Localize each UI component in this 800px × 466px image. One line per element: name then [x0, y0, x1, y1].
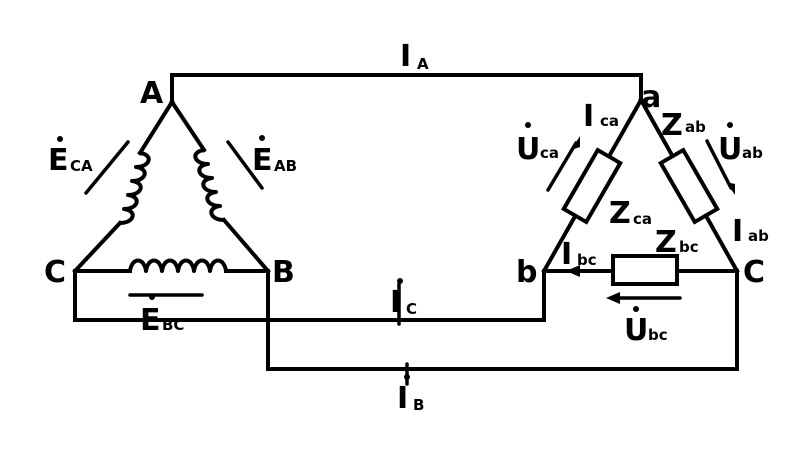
- svg-text:Z: Z: [661, 108, 683, 143]
- svg-text:I: I: [390, 285, 401, 320]
- load-node-c-label: C: [743, 255, 765, 290]
- svg-text:I: I: [732, 214, 743, 249]
- svg-text:A: A: [417, 55, 429, 73]
- svg-text:ab: ab: [685, 118, 706, 136]
- svg-text:B: B: [413, 396, 424, 414]
- line-c-wire: [73, 269, 546, 322]
- svg-text:bc: bc: [577, 251, 597, 269]
- impedance-bc-resistor: [611, 254, 679, 286]
- phase-current-ab-label: I ab: [732, 214, 769, 249]
- line-current-b-label: I B: [397, 374, 424, 416]
- impedance-ca-label: Z ca: [609, 196, 652, 231]
- svg-text:BC: BC: [162, 316, 184, 334]
- impedance-ab-resistor: [658, 147, 720, 225]
- load-branch-ab: [638, 97, 740, 274]
- svg-text:E: E: [48, 143, 69, 178]
- emf-ca-label: E CA: [48, 136, 93, 178]
- svg-text:Z: Z: [655, 225, 677, 260]
- source-winding-ca: [72, 99, 175, 274]
- current-bc-arrowhead: [566, 265, 580, 277]
- phase-current-bc-label: I bc: [561, 237, 597, 272]
- line-current-a-label: I A: [400, 39, 429, 74]
- voltage-ab-arrow: [705, 139, 733, 190]
- impedance-bc-label: Z bc: [655, 225, 699, 260]
- load-node-b-label: b: [516, 255, 537, 290]
- voltage-ab-label: U ab: [718, 122, 763, 167]
- voltage-ca-label: U ca: [516, 122, 559, 167]
- svg-text:bc: bc: [648, 326, 668, 344]
- svg-text:AB: AB: [274, 157, 297, 175]
- emf-ca-arrow: [84, 140, 130, 195]
- load-branch-ca: [541, 97, 644, 274]
- voltage-bc-label: U bc: [624, 306, 668, 348]
- emf-ab-arrow: [226, 140, 264, 190]
- svg-text:ab: ab: [742, 144, 763, 162]
- svg-text:ca: ca: [540, 144, 559, 162]
- impedance-ca-resistor: [561, 147, 623, 225]
- svg-text:CA: CA: [70, 157, 93, 175]
- svg-text:ca: ca: [600, 112, 619, 130]
- emf-ab-label: E AB: [252, 135, 297, 178]
- source-winding-bc: [73, 258, 270, 273]
- source-node-b-label: B: [272, 255, 295, 290]
- svg-text:ca: ca: [633, 210, 652, 228]
- svg-text:E: E: [252, 143, 273, 178]
- svg-text:I: I: [583, 99, 594, 134]
- svg-text:U: U: [624, 313, 648, 348]
- svg-text:ab: ab: [748, 227, 769, 245]
- svg-text:bc: bc: [679, 238, 699, 256]
- load-node-a-label: a: [641, 80, 661, 115]
- line-current-c-label: I C: [390, 278, 417, 320]
- line-a-wire: [170, 73, 643, 104]
- source-node-a-label: A: [140, 76, 164, 111]
- svg-text:I: I: [397, 381, 408, 416]
- source-winding-ab: [169, 99, 271, 274]
- svg-text:U: U: [516, 132, 540, 167]
- voltage-ca-arrow: [546, 141, 578, 192]
- svg-text:I: I: [561, 237, 572, 272]
- voltage-bc-arrowhead: [606, 292, 620, 304]
- emf-bc-label: E BC: [140, 294, 184, 338]
- svg-text:E: E: [140, 303, 161, 338]
- line-b-wire: [266, 269, 739, 371]
- source-node-c-label: C: [44, 255, 66, 290]
- svg-text:C: C: [406, 300, 417, 318]
- svg-text:Z: Z: [609, 196, 631, 231]
- phase-current-ca-label: I ca: [583, 99, 619, 134]
- voltage-ca-arrowhead: [571, 136, 580, 150]
- impedance-ab-label: Z ab: [661, 108, 706, 143]
- svg-text:I: I: [400, 39, 411, 74]
- voltage-ab-arrowhead: [726, 182, 735, 195]
- svg-text:U: U: [718, 132, 742, 167]
